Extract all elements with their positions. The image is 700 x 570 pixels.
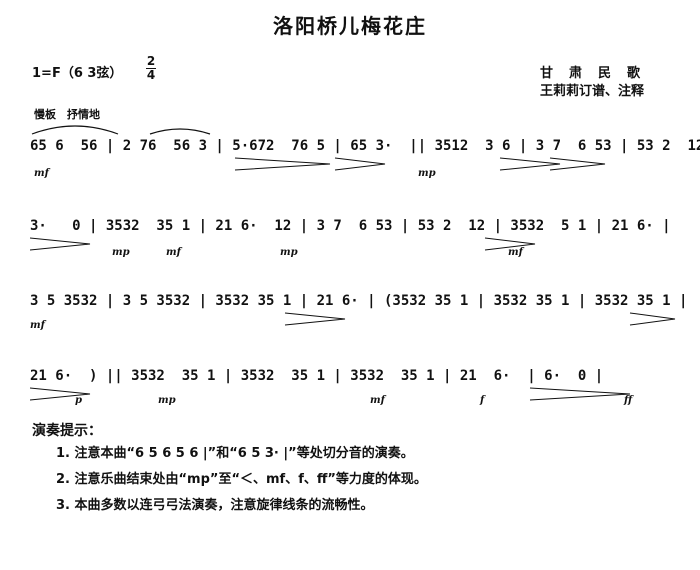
score-line-4-notes: 21 6· ) || 3532 35 1 | 3532 35 1 | 3532 … <box>30 368 604 384</box>
score-line-3-marks <box>284 312 676 326</box>
meter-top: 2 <box>146 54 156 68</box>
tips-title: 演奏提示： <box>32 423 102 439</box>
score-line-4: 21 6· ) || 3532 35 1 | 3532 35 1 | 3532 … <box>30 350 680 410</box>
score-line-2: 3· 0 | 3532 35 1 | 21 6· 12 | 3 7 6 53 |… <box>30 200 680 260</box>
tip-item: 1. 注意本曲“6 5 6 5 6 |”和“6 5 3· |”等处切分音的演奏。 <box>56 446 414 461</box>
score-line-2-notes: 3· 0 | 3532 35 1 | 21 6· 12 | 3 7 6 53 |… <box>30 218 671 234</box>
tip-item: 3. 本曲多数以连弓弓法演奏，注意旋律线条的流畅性。 <box>56 498 374 513</box>
score-line-2-marks <box>30 237 536 251</box>
dynamic-mark: mp <box>418 168 436 179</box>
song-title: 洛阳桥儿梅花庄 <box>273 14 427 38</box>
key-signature: 1=F（6 3弦） <box>32 66 123 81</box>
dynamic-mark: ff <box>624 395 633 406</box>
tempo-marking: 慢板 抒情地 <box>34 108 100 121</box>
score-line-1-marks <box>31 125 606 171</box>
time-signature: 2 4 <box>146 54 156 82</box>
score-line-3-notes: 3 5 3532 | 3 5 3532 | 3532 35 1 | 21 6· … <box>30 293 688 309</box>
dynamic-mark: p <box>75 395 82 406</box>
dynamic-mark: mp <box>158 395 176 406</box>
dynamic-mark: mf <box>30 320 45 331</box>
tip-item: 2. 注意乐曲结束处由“mp”至“＜、mf、f、ff”等力度的体现。 <box>56 472 427 487</box>
song-origin: 甘肃民歌 <box>540 66 657 81</box>
dynamic-mark: f <box>480 395 485 406</box>
dynamic-mark: mf <box>508 247 523 258</box>
score-line-1: 65 6 56 | 2 76 56 3 | 5·672 76 5 | 65 3·… <box>30 120 700 180</box>
dynamic-mark: mp <box>112 247 130 258</box>
score-line-3: 3 5 3532 | 3 5 3532 | 3532 35 1 | 21 6· … <box>30 275 687 335</box>
dynamic-mark: mf <box>166 247 181 258</box>
dynamic-mark: mf <box>370 395 385 406</box>
score-line-1-notes: 65 6 56 | 2 76 56 3 | 5·672 76 5 | 65 3·… <box>30 138 700 154</box>
meter-line <box>146 68 156 69</box>
dynamic-mark: mp <box>280 247 298 258</box>
score-line-4-marks <box>30 387 631 401</box>
song-editor: 王莉莉订谱、注释 <box>540 84 645 99</box>
dynamic-mark: mf <box>34 168 49 179</box>
meter-bottom: 4 <box>146 68 156 82</box>
